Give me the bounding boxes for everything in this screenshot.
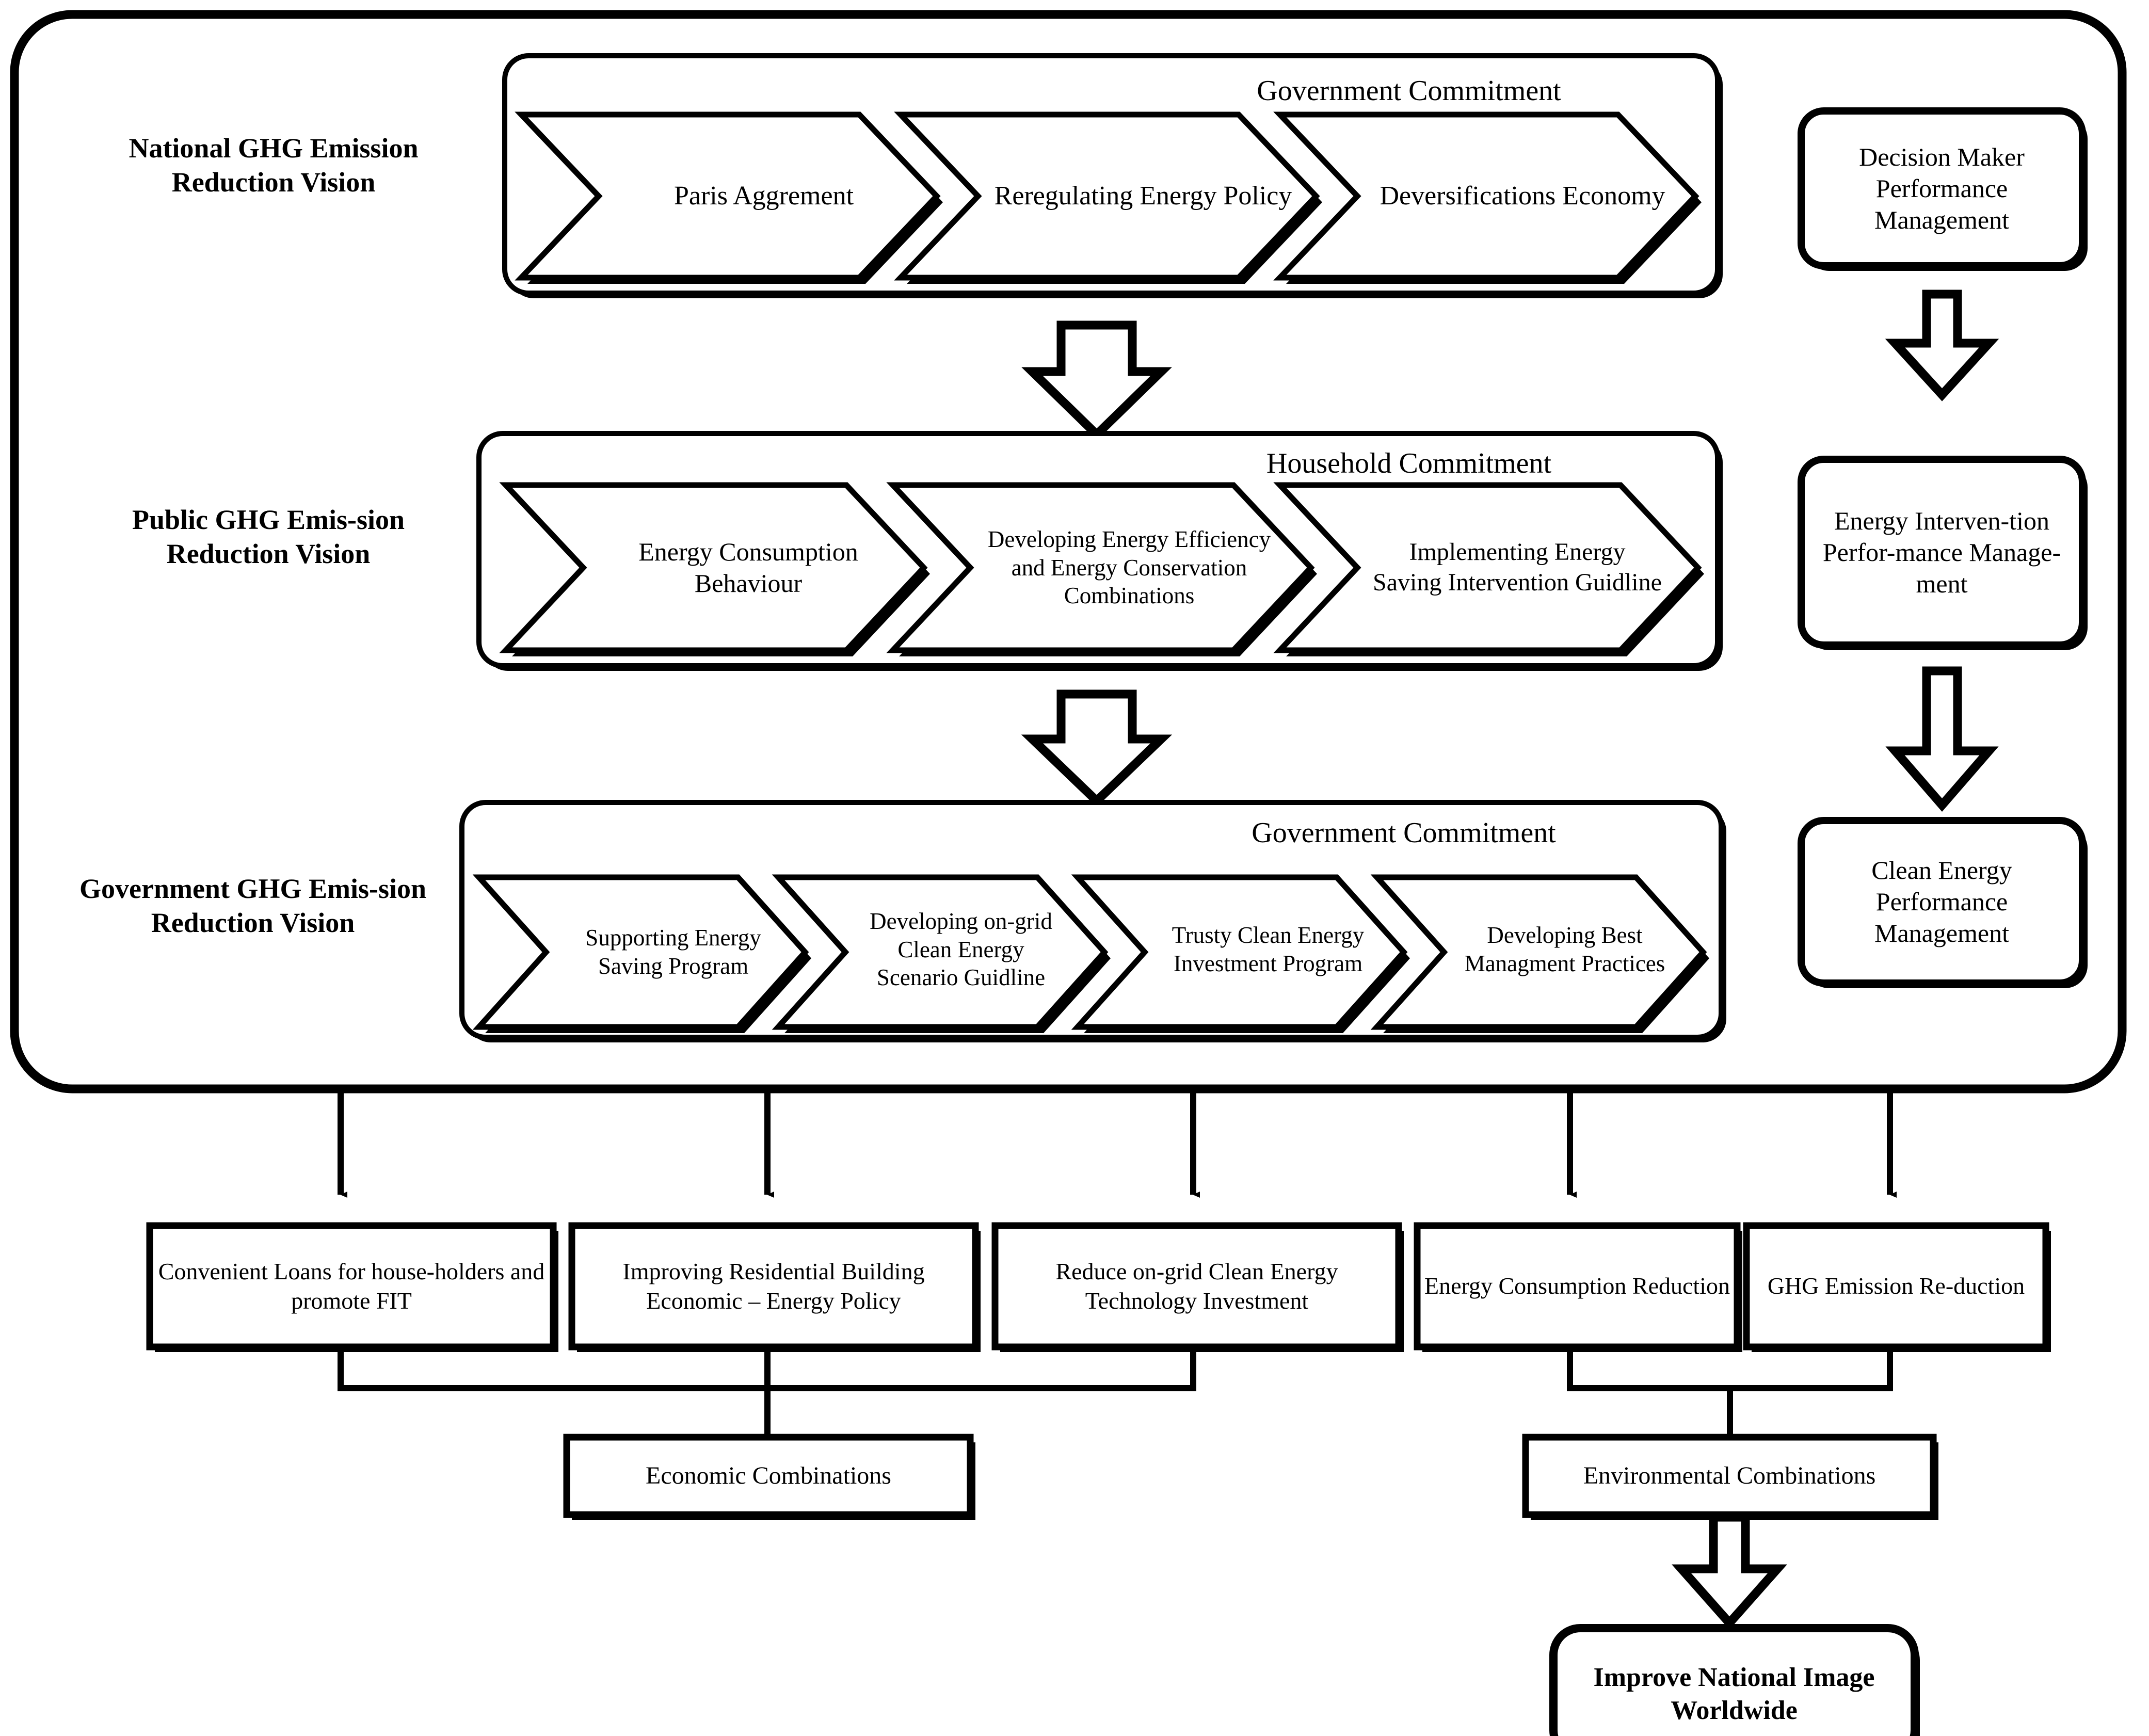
chevron-label-reregulating-energy-policy: Reregulating Energy Policy	[993, 139, 1293, 253]
side-box-label-energy-intervention: Energy Interven-tion Perfor-mance Manage…	[1806, 464, 2077, 640]
final-goal-label: Improve National Image Worldwide	[1564, 1636, 1904, 1736]
outcome-label-reduce-on-grid: Reduce on-grid Clean Energy Technology I…	[1000, 1231, 1393, 1342]
combination-text: Environmental Combinations	[1583, 1461, 1876, 1489]
chevron-label-implementing-energy-saving: Implementing Energy Saving Intervention …	[1373, 503, 1662, 632]
chevron-text: Reregulating Energy Policy	[994, 181, 1292, 211]
combination-label-environmental: Environmental Combinations	[1531, 1442, 1928, 1509]
row-label-public: Public GHG Emis-sion Reduction Vision	[132, 504, 405, 569]
side-box-text: Clean Energy Performance Management	[1871, 856, 2012, 947]
chevron-label-paris-aggrement: Paris Aggrement	[614, 139, 913, 253]
chevron-text: Supporting Energy Saving Program	[585, 925, 761, 979]
side-box-decision-maker	[1798, 107, 2086, 269]
side-box-text: Decision Maker Performance Management	[1859, 142, 2025, 234]
combination-label-economic: Economic Combinations	[572, 1442, 965, 1509]
outcome-label-convenient-loans: Convenient Loans for house-holders and p…	[155, 1231, 548, 1342]
arrow-intervention-to-clean	[1885, 666, 1999, 812]
bracket-environmental	[1567, 1347, 1893, 1391]
outcome-ghg-emission-reduction	[1743, 1222, 2049, 1351]
outcome-text: GHG Emission Re-duction	[1767, 1273, 2025, 1299]
chevron-text: Trusty Clean Energy Investment Program	[1172, 922, 1365, 976]
outcome-energy-consumption-reduction	[1414, 1222, 1741, 1351]
combination-economic	[563, 1434, 974, 1518]
chevron-paris-aggrement	[515, 111, 941, 281]
chevron-implementing-energy-saving	[1273, 482, 1702, 653]
arrow-national-to-public	[1021, 320, 1172, 441]
outcome-text: Improving Residential Building Economic …	[622, 1258, 925, 1314]
panel-caption-public: Household Commitment	[1266, 447, 1552, 479]
combination-text: Economic Combinations	[646, 1461, 891, 1489]
side-box-clean-energy	[1798, 817, 2086, 987]
side-box-energy-intervention	[1798, 456, 2086, 649]
side-box-text: Energy Interven-tion Perfor-mance Manage…	[1822, 506, 2061, 598]
final-goal-box	[1549, 1624, 1919, 1736]
chevron-text: Deversifications Economy	[1380, 181, 1665, 211]
chevron-reregulating-energy-policy	[894, 111, 1320, 281]
chevron-supporting-energy-saving-program	[472, 874, 809, 1030]
outcome-text: Energy Consumption Reduction	[1424, 1273, 1730, 1299]
chevron-text: Developing Best Managment Practices	[1464, 922, 1665, 976]
side-box-label-decision-maker: Decision Maker Performance Management	[1806, 116, 2077, 261]
chevron-developing-best-managment-practices	[1370, 874, 1707, 1030]
outcome-convenient-loans	[146, 1222, 557, 1351]
chevron-label-deversifications-economy: Deversifications Economy	[1373, 139, 1672, 253]
chevron-text: Paris Aggrement	[673, 181, 854, 211]
chevron-label-supporting-energy-saving-program: Supporting Energy Saving Program	[558, 890, 788, 1014]
chevron-label-developing-on-grid-clean-energy: Developing on-grid Clean Energy Scenario…	[858, 862, 1064, 1037]
outcome-label-ghg-emission-reduction: GHG Emission Re-duction	[1752, 1231, 2041, 1342]
row-label-national: National GHG Emission Reduction Vision	[129, 133, 419, 198]
chevron-label-energy-consumption-behaviour: Energy Consumption Behaviour	[599, 508, 898, 627]
outcome-text: Reduce on-grid Clean Energy Technology I…	[1055, 1258, 1338, 1314]
chevron-developing-on-grid-clean-energy	[772, 874, 1109, 1030]
chevron-label-developing-best-managment-practices: Developing Best Managment Practices	[1456, 877, 1673, 1022]
chevron-energy-consumption-behaviour	[499, 482, 928, 653]
chevron-deversifications-economy	[1273, 111, 1699, 281]
chevron-label-trusty-clean-energy-investment: Trusty Clean Energy Investment Program	[1157, 877, 1379, 1022]
outcome-reduce-on-grid	[991, 1222, 1402, 1351]
panel-caption-government: Government Commitment	[1252, 816, 1556, 849]
final-goal-text: Improve National Image Worldwide	[1593, 1663, 1875, 1725]
chevron-text: Energy Consumption Behaviour	[638, 537, 858, 598]
side-box-label-clean-energy: Clean Energy Performance Management	[1806, 826, 2077, 978]
arrow-to-final-goal	[1672, 1513, 1787, 1630]
outcome-text: Convenient Loans for house-holders and p…	[158, 1258, 545, 1314]
chevron-text: Implementing Energy Saving Intervention …	[1373, 538, 1662, 596]
chevron-developing-energy-efficiency	[886, 482, 1315, 653]
chevron-trusty-clean-energy-investment	[1071, 874, 1408, 1030]
chevron-label-developing-energy-efficiency: Developing Energy Efficiency and Energy …	[985, 503, 1274, 632]
arrow-decision-to-intervention	[1885, 290, 1999, 401]
outcome-improving-residential	[568, 1222, 979, 1351]
outcome-label-energy-consumption-reduction: Energy Consumption Reduction	[1422, 1231, 1732, 1342]
outcome-label-improving-residential: Improving Residential Building Economic …	[577, 1231, 970, 1342]
arrow-public-to-government	[1021, 689, 1173, 807]
panel-caption-national: Government Commitment	[1257, 74, 1561, 107]
row-label-government: Government GHG Emis-sion Reduction Visio…	[79, 873, 426, 938]
chevron-text: Developing Energy Efficiency and Energy …	[987, 526, 1271, 609]
chevron-text: Developing on-grid Clean Energy Scenario…	[870, 908, 1052, 991]
